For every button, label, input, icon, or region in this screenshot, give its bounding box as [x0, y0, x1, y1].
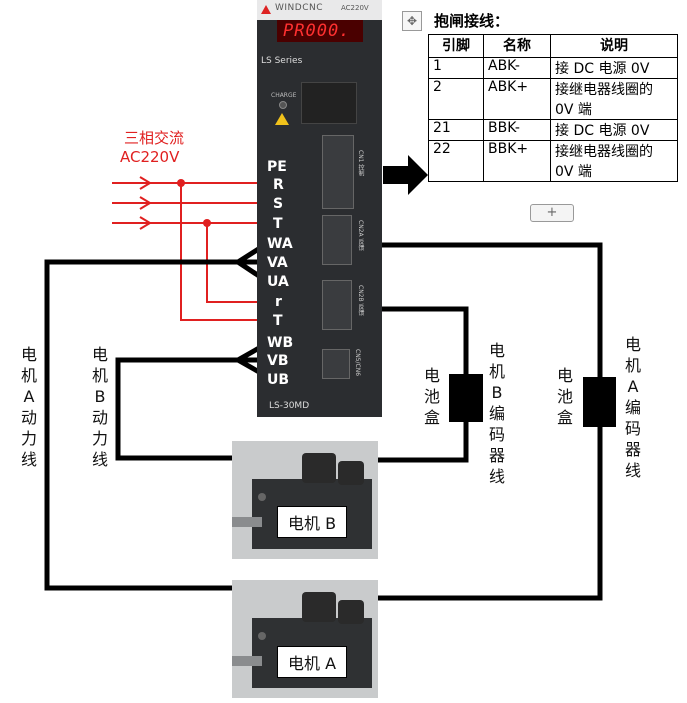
terminal-ub: UB: [267, 372, 290, 388]
battery-a-label: 电池盒: [556, 366, 573, 427]
arrow-right-icon: [383, 155, 428, 195]
driver-voltage: AC220V: [341, 4, 369, 12]
driver-model: LS-30MD: [269, 401, 310, 411]
servo-driver: WINDCNC AC220V PR000. LS Series CHARGE L…: [257, 0, 382, 417]
motor-b-label: 电机 B: [277, 506, 348, 538]
add-row-icon[interactable]: +: [530, 204, 574, 222]
driver-series: LS Series: [261, 56, 303, 66]
connector-cn5-label: CN5/CN6: [354, 349, 361, 377]
connector-cn2a: [322, 215, 352, 265]
connector-cn5: [322, 349, 350, 379]
table-header-row: 引脚 名称 说明: [428, 34, 678, 58]
encoder-a-label: 电机A编码器线: [624, 335, 641, 480]
terminal-wa: WA: [267, 236, 293, 252]
terminal-vb: VB: [267, 353, 289, 369]
cell-desc: 接继电器线圈的 0V 端: [550, 78, 678, 120]
brake-wiring-table: 引脚 名称 说明 1 ABK- 接 DC 电源 0V 2 ABK+ 接继电器线圈…: [428, 34, 678, 182]
motor-b-power-label: 电机B动力线: [91, 345, 108, 469]
terminal-ua: UA: [267, 274, 289, 290]
motor-a-label: 电机 A: [277, 646, 348, 678]
driver-display: PR000.: [277, 20, 363, 42]
terminal-r: R: [273, 177, 284, 193]
power-label-line1: 三相交流: [124, 129, 185, 147]
cell-desc: 接继电器线圈的 0V 端: [550, 140, 678, 182]
terminal-wb: WB: [267, 335, 294, 351]
cell-desc: 接 DC 电源 0V: [550, 57, 678, 79]
warning-icon: [275, 113, 289, 125]
front-panel: [301, 82, 357, 124]
battery-box-b: [449, 374, 483, 422]
header-name: 名称: [483, 34, 551, 58]
motor-a-power-label: 电机A动力线: [20, 345, 37, 469]
table-row: 21 BBK- 接 DC 电源 0V: [428, 119, 678, 141]
junction-dot: [177, 179, 185, 187]
terminal-s: S: [273, 196, 284, 212]
cell-pin: 21: [428, 119, 484, 141]
cell-pin: 1: [428, 57, 484, 79]
cell-name: ABK-: [483, 57, 551, 79]
brake-table-title: 抱闸接线：: [434, 12, 510, 30]
connector-cn1-label: CN1 控制: [357, 150, 364, 177]
cell-desc: 接 DC 电源 0V: [550, 119, 678, 141]
motor-b-drawing: [232, 453, 372, 549]
cell-name: BBK-: [483, 119, 551, 141]
terminal-r-small: r: [275, 294, 282, 310]
terminal-pe: PE: [267, 159, 287, 175]
driver-top-strip: [257, 0, 382, 20]
connector-cn2b: [322, 280, 352, 330]
cell-pin: 2: [428, 78, 484, 120]
connector-cn2b-label: CN2B 反馈: [357, 285, 364, 316]
table-row: 22 BBK+ 接继电器线圈的 0V 端: [428, 140, 678, 182]
power-label-line2: AC220V: [120, 148, 180, 166]
terminal-va: VA: [267, 255, 288, 271]
junction-dot: [203, 219, 211, 227]
cell-name: ABK+: [483, 78, 551, 120]
cell-name: BBK+: [483, 140, 551, 182]
header-desc: 说明: [550, 34, 678, 58]
cell-pin: 22: [428, 140, 484, 182]
brand-logo-icon: [261, 5, 271, 14]
terminal-t: T: [273, 216, 283, 232]
driver-brand: WINDCNC: [275, 3, 324, 13]
terminal-t2: T: [273, 313, 283, 329]
connector-cn1: [322, 135, 354, 209]
encoder-b-label: 电机B编码器线: [488, 341, 505, 486]
charge-label: CHARGE: [271, 92, 297, 99]
connector-cn2a-label: CN2A 反馈: [357, 220, 364, 251]
battery-box-a: [583, 377, 616, 427]
motor-b-image: [232, 441, 378, 559]
move-handle-icon[interactable]: ✥: [402, 11, 422, 31]
charge-led: [279, 101, 287, 109]
table-row: 2 ABK+ 接继电器线圈的 0V 端: [428, 78, 678, 120]
motor-a-image: [232, 580, 378, 698]
battery-b-label: 电池盒: [423, 366, 440, 427]
motor-a-drawing: [232, 592, 372, 688]
table-row: 1 ABK- 接 DC 电源 0V: [428, 57, 678, 79]
header-pin: 引脚: [428, 34, 484, 58]
